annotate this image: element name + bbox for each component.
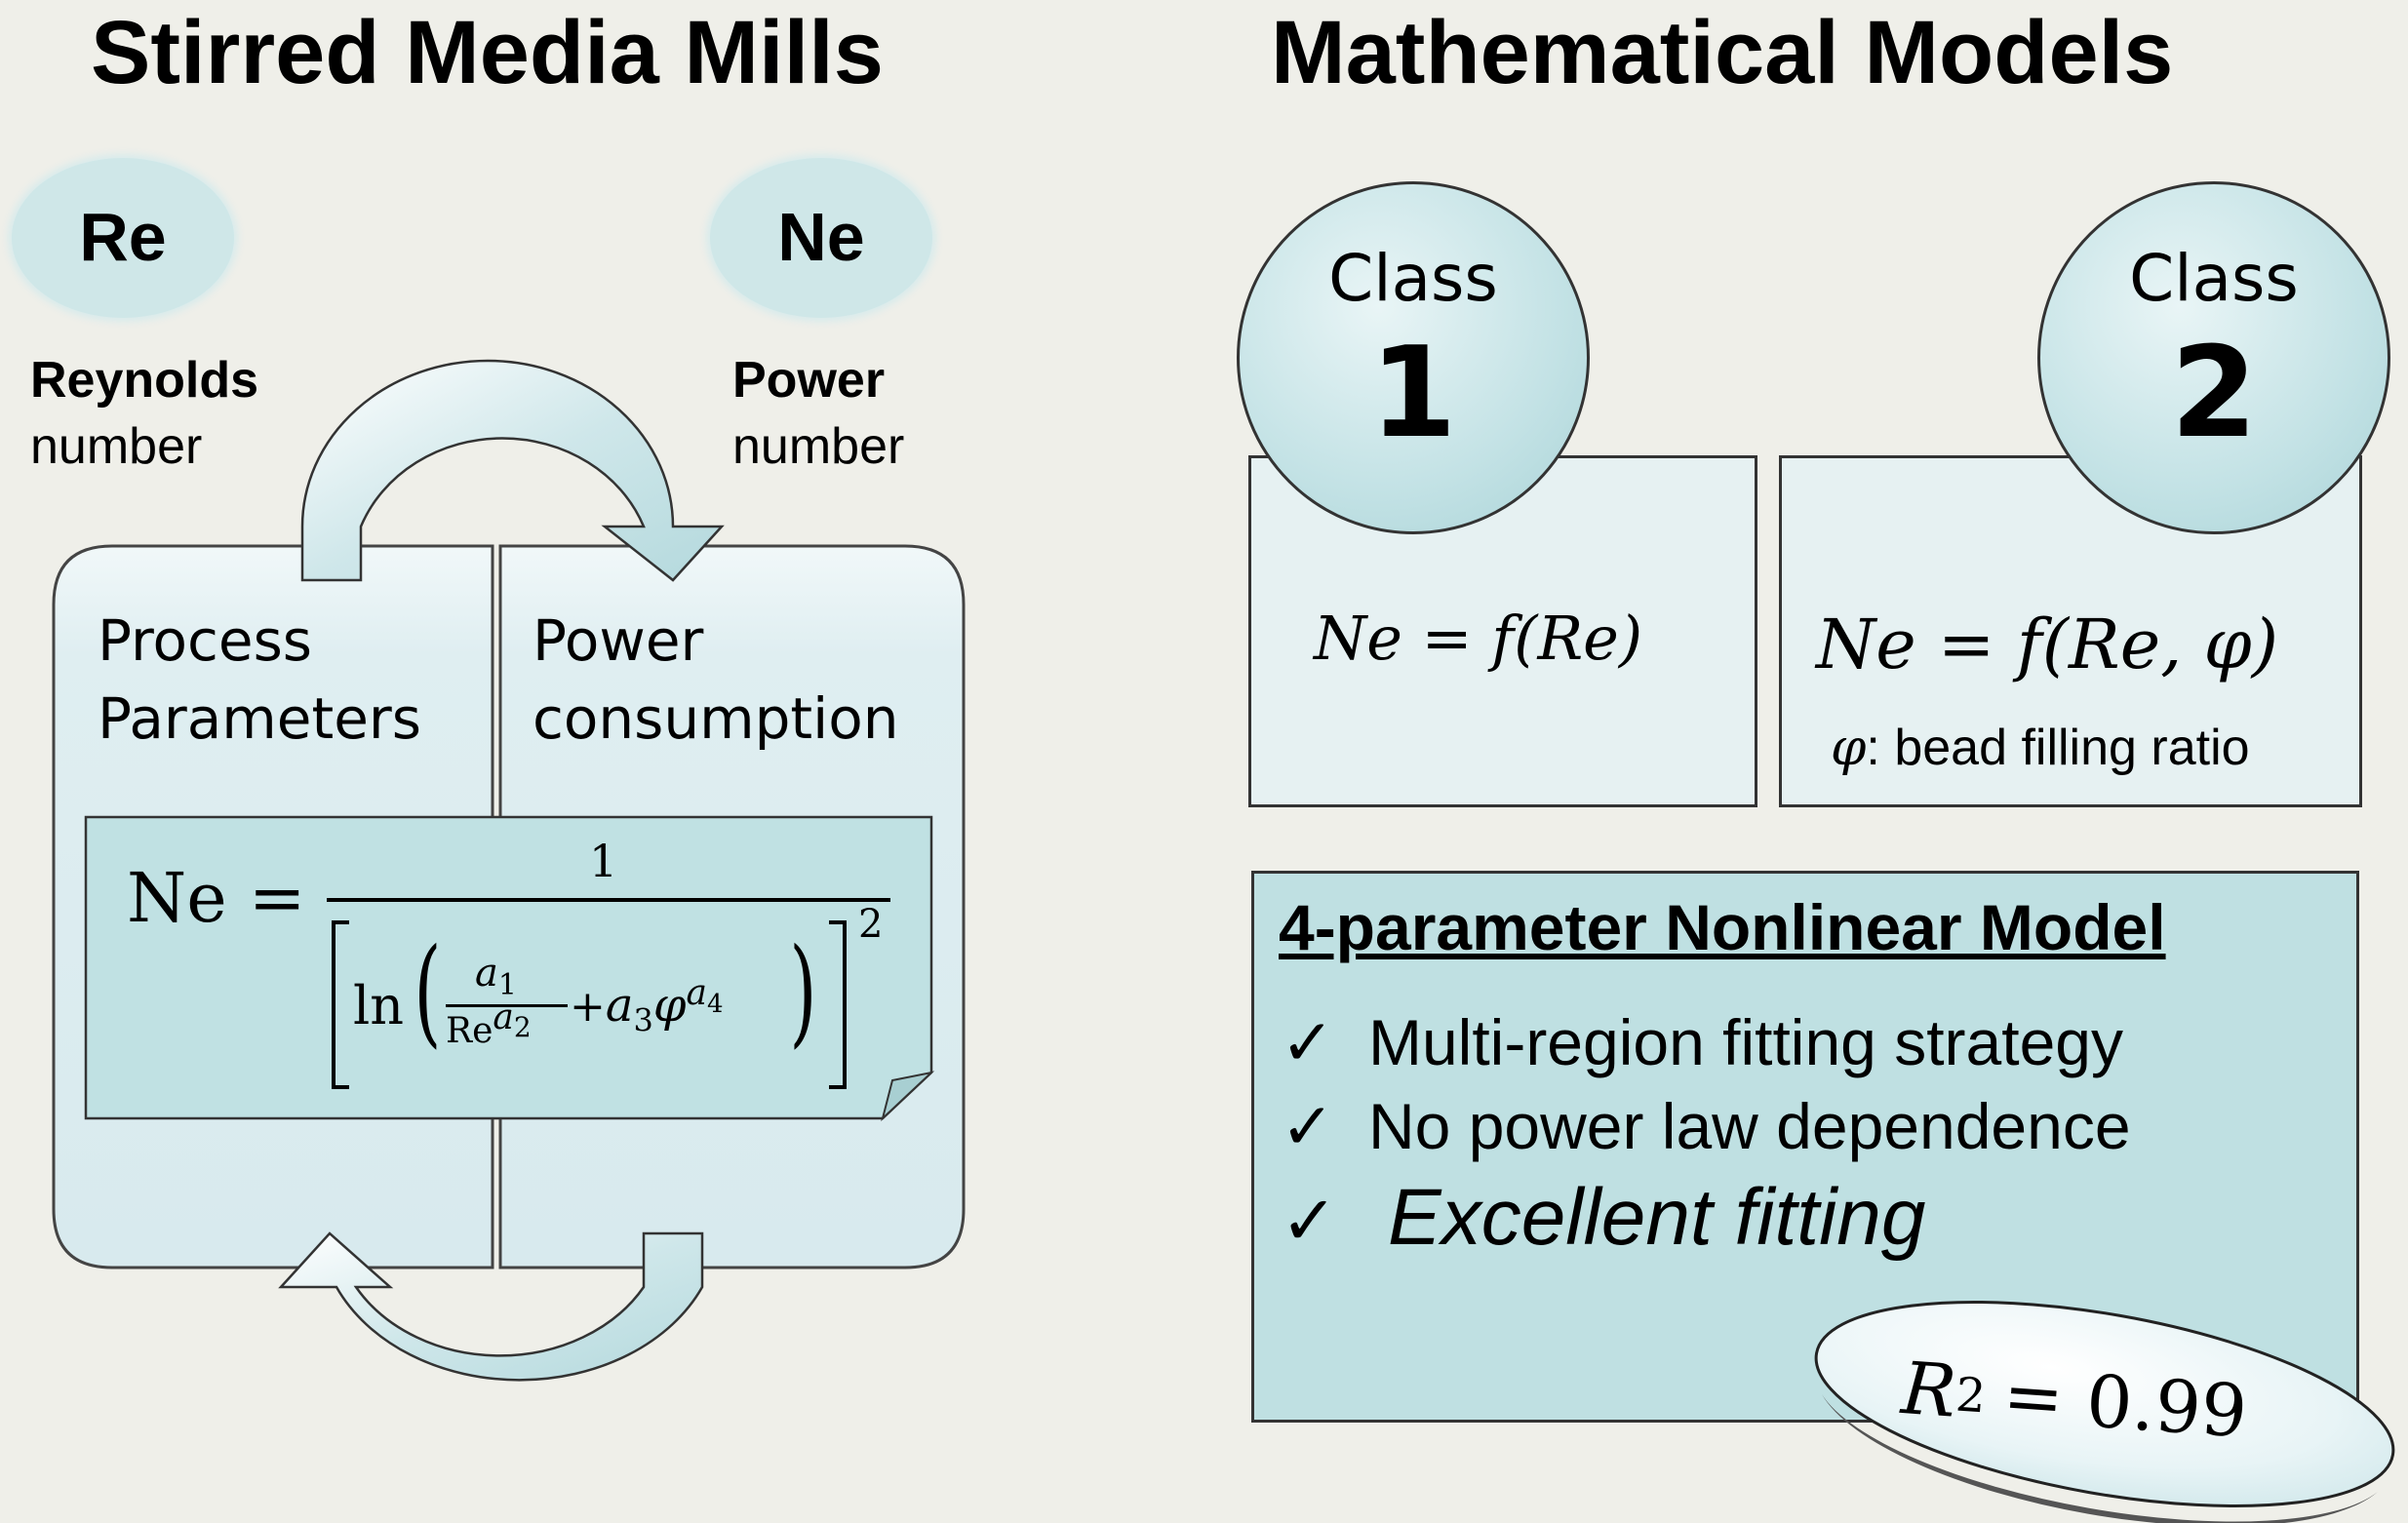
- a3-phi-term: +a3φa4: [570, 973, 723, 1039]
- r2-ellipse: [1814, 1300, 2395, 1523]
- a1-subscript: 1: [497, 968, 517, 1002]
- phi-note-symbol: φ: [1831, 719, 1867, 777]
- r2-exponent: 2: [1954, 1367, 1988, 1425]
- re-base: Re: [446, 1011, 493, 1051]
- plus-sign: +: [570, 982, 606, 1032]
- a1-symbol: a: [475, 951, 498, 996]
- ne-bubble: [710, 158, 932, 318]
- phi-note-text: : bead filling ratio: [1866, 720, 2250, 776]
- formula-box-fold: [881, 1071, 935, 1122]
- ln-label: ln: [353, 975, 405, 1036]
- fraction-bar: [327, 898, 890, 902]
- right-bracket: [829, 920, 847, 1089]
- formula-exponent: 2: [858, 902, 884, 947]
- check-text-3: Excellent fitting: [1388, 1173, 1926, 1262]
- process-line2: Parameters: [98, 685, 421, 752]
- class1-number: 1: [1369, 321, 1457, 466]
- a4-symbol: a: [686, 973, 707, 1013]
- class1-circle: [1237, 181, 1590, 534]
- power-line1: Power: [533, 607, 704, 674]
- left-bracket: [332, 920, 349, 1089]
- a1-term: a1: [475, 951, 517, 1002]
- right-paren: ): [789, 924, 817, 1060]
- model-heading: 4-parameter Nonlinear Model: [1279, 891, 2166, 963]
- class2-note: φ: bead filling ratio: [1831, 719, 2250, 777]
- class2-equation: Ne = f(Re, φ): [1816, 605, 2279, 684]
- inner-fraction-bar: [446, 1004, 568, 1007]
- class2-word: Class: [2129, 241, 2299, 316]
- class1-equation: Ne = f(Re): [1314, 603, 1643, 674]
- a2-subscript: 2: [513, 1011, 532, 1044]
- power-consumption-label: Power consumption: [533, 602, 899, 758]
- bottom-cycle-arrow: [278, 1231, 704, 1382]
- check-text-2: No power law dependence: [1368, 1090, 2131, 1162]
- power-caption-bold: Power: [732, 352, 886, 409]
- reynolds-caption-bold: Reynolds: [30, 352, 259, 409]
- a2-symbol: a: [493, 997, 514, 1037]
- class2-number: 2: [2170, 321, 2258, 466]
- check-item-3: ✓Excellent fitting: [1281, 1178, 1926, 1258]
- check-text-1: Multi-region fitting strategy: [1368, 1006, 2123, 1078]
- mathematical-models-title: Mathematical Models: [1271, 3, 2174, 102]
- power-caption: number: [732, 418, 905, 475]
- class2-circle: [2037, 181, 2390, 534]
- r2-number: = 0.99: [2000, 1353, 2250, 1455]
- stirred-media-mills-title: Stirred Media Mills: [91, 3, 884, 102]
- a4-subscript: 4: [706, 990, 724, 1020]
- class1-word: Class: [1328, 241, 1498, 316]
- re-power-term: Rea2: [446, 997, 532, 1057]
- phi-symbol: φ: [652, 978, 687, 1033]
- power-line2: consumption: [533, 685, 899, 752]
- reynolds-caption: number: [30, 418, 203, 475]
- check-icon: ✓: [1281, 1090, 1335, 1162]
- top-cycle-arrow: [300, 359, 725, 582]
- a3-subscript: 3: [633, 1001, 653, 1039]
- check-item-2: ✓No power law dependence: [1281, 1094, 2131, 1158]
- check-icon: ✓: [1281, 1006, 1335, 1078]
- re-bubble: [12, 158, 234, 318]
- check-icon: ✓: [1281, 1183, 1338, 1259]
- a3-symbol: a: [605, 978, 634, 1033]
- re-bubble-label: Re: [79, 199, 167, 275]
- formula-lhs: Ne =: [127, 858, 306, 938]
- check-item-1: ✓Multi-region fitting strategy: [1281, 1010, 2123, 1074]
- formula-numerator: 1: [589, 835, 618, 887]
- left-paren: (: [414, 924, 442, 1060]
- process-line1: Process: [98, 607, 313, 674]
- r2-symbol: R: [1899, 1347, 1959, 1434]
- cycle-diagram: [52, 359, 966, 1382]
- process-parameters-label: Process Parameters: [98, 602, 421, 758]
- ne-bubble-label: Ne: [777, 199, 865, 275]
